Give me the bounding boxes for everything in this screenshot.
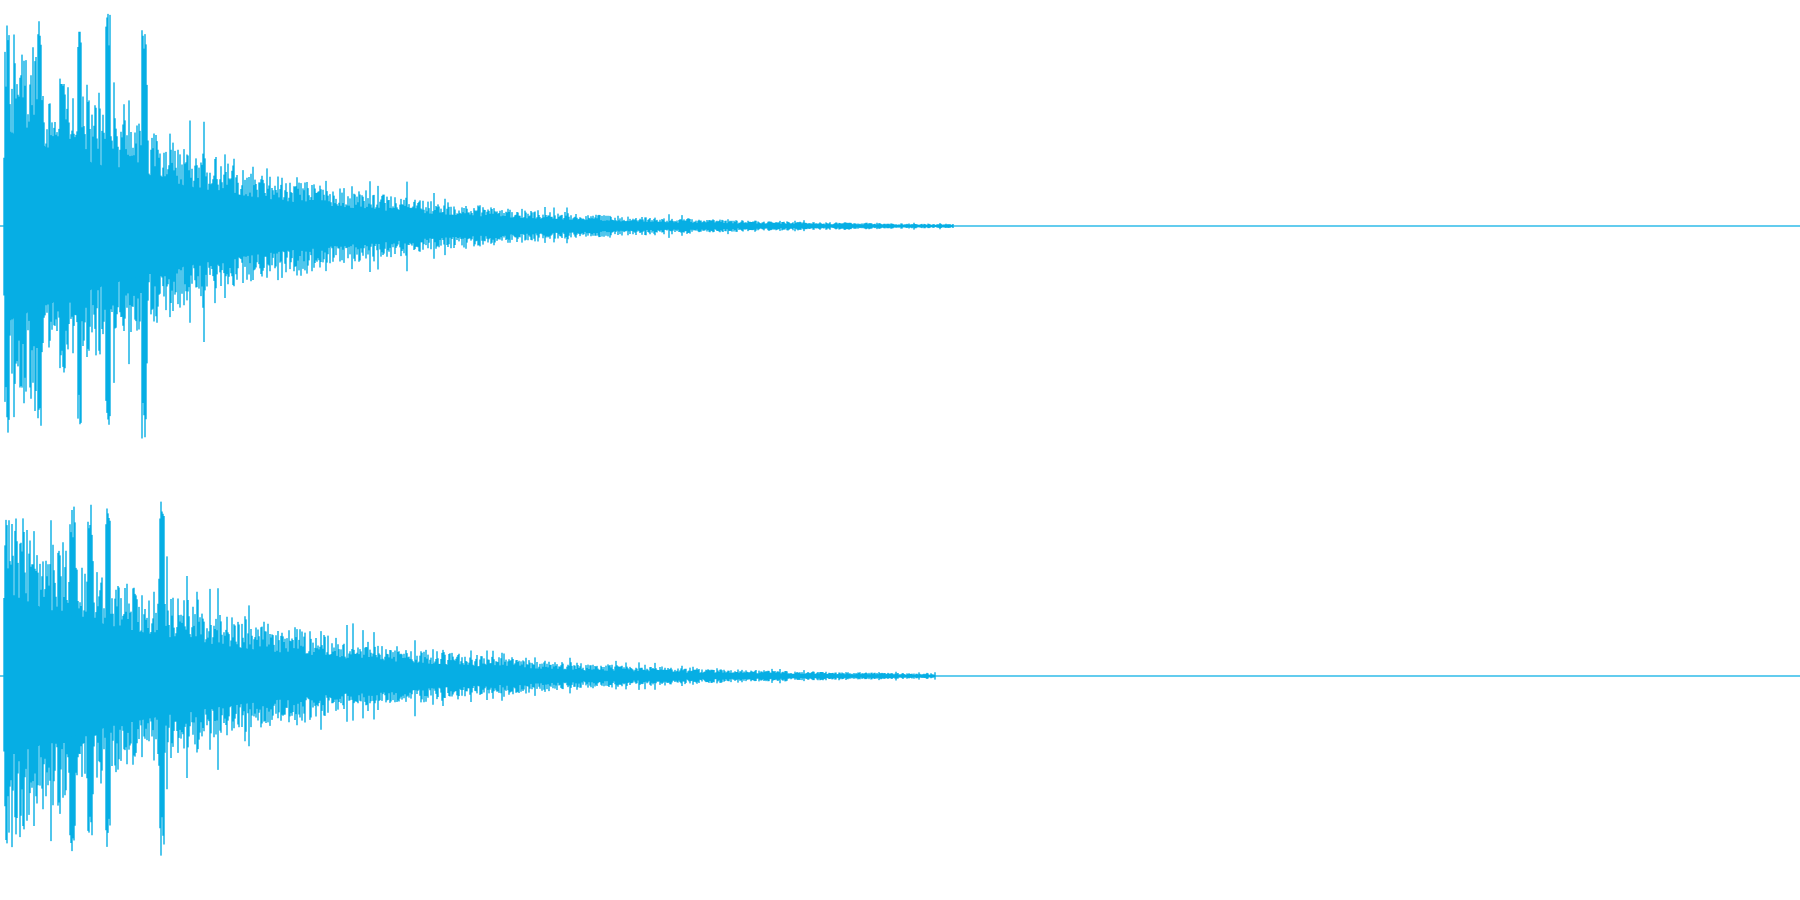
waveform-channel-2 <box>0 501 1800 856</box>
waveform-channel-1 <box>0 13 1800 439</box>
waveform-core <box>4 595 582 757</box>
waveform-core <box>4 129 592 323</box>
